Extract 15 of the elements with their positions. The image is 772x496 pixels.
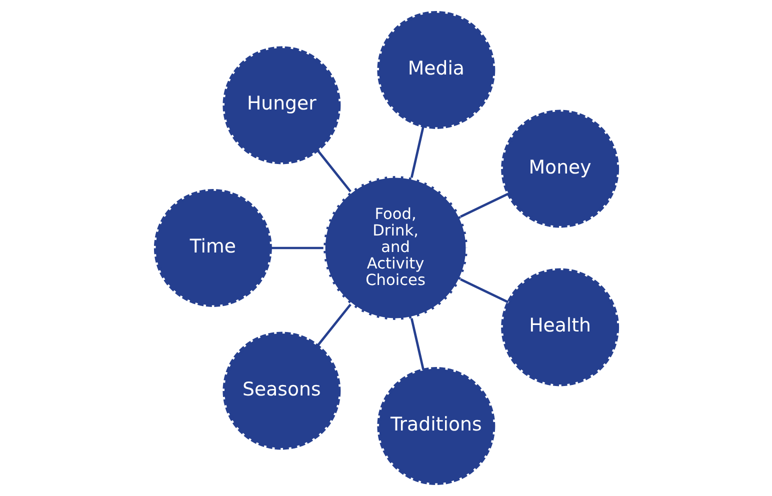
connector [316,304,351,346]
connector [460,192,508,218]
connector [410,126,424,178]
node-circle: Traditions [376,367,495,486]
node-circle: Time [153,189,272,307]
node-circle: Media [376,10,495,129]
connector [270,246,323,250]
node-circle: Health [500,268,619,386]
connector [316,150,351,192]
connector [460,278,508,304]
node-circle: Seasons [222,332,340,450]
node-circle: Food, Drink, and Activity Choices [321,174,469,322]
node-circle: Hunger [222,46,340,164]
connector [410,318,424,370]
node-circle: Money [500,110,619,228]
